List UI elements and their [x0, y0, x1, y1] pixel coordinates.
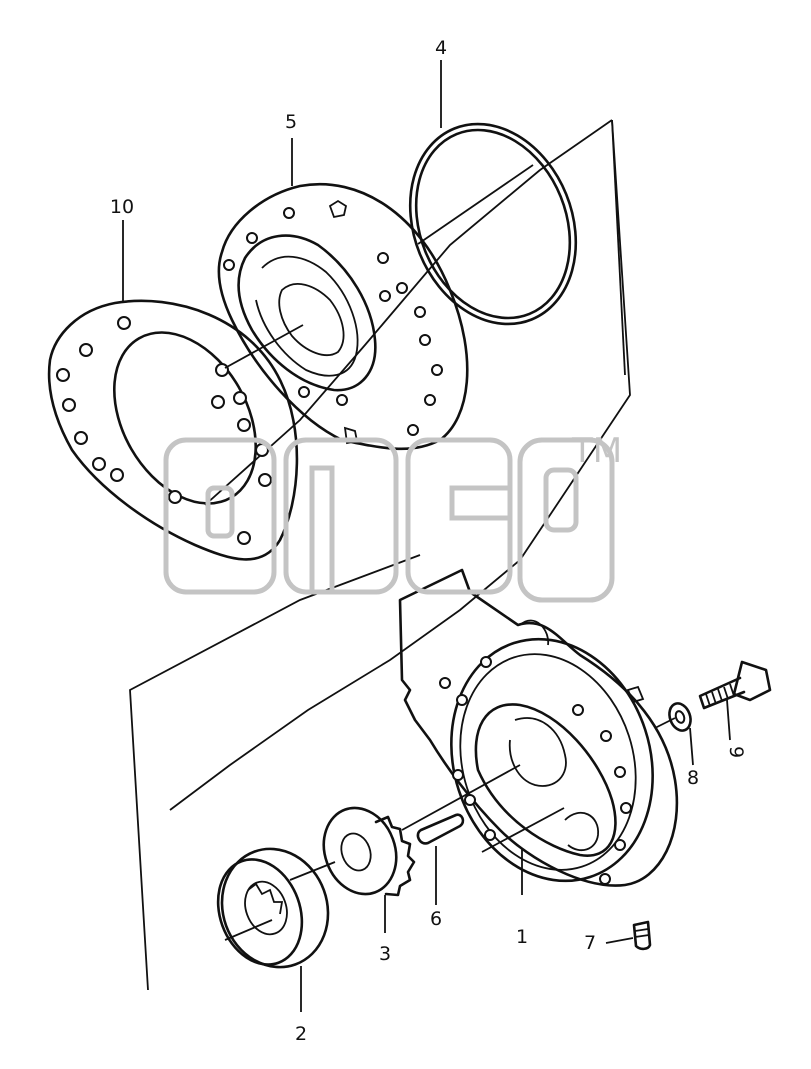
gear-part-3: [322, 806, 416, 897]
pump-body-part-1: [398, 568, 679, 887]
callout-label-4: 4: [435, 37, 447, 59]
callout-label-9: 9: [725, 746, 747, 758]
callout-label-1: 1: [516, 926, 528, 948]
callout-label-8: 8: [687, 767, 699, 789]
plug-part-7: [632, 920, 652, 951]
bolt-part-9: [698, 660, 772, 710]
callout-label-5: 5: [285, 111, 297, 133]
pin-part-6: [416, 813, 465, 845]
callout-label-7: 7: [584, 932, 596, 954]
callout-label-2: 2: [295, 1023, 307, 1045]
cover-plate-part-5: [217, 182, 469, 451]
watermark-logo: TM: [163, 431, 622, 603]
callout-label-10: 10: [110, 196, 134, 218]
callout-labels: 4 5 10 1 6 3 2 7 8 9: [110, 37, 747, 1045]
callout-label-3: 3: [379, 943, 391, 965]
leader-lines: [122, 60, 731, 1012]
callout-label-6: 6: [430, 908, 442, 930]
o-ring-part-4: [408, 122, 578, 326]
watermark-tm: TM: [571, 431, 622, 471]
assembly-plane-outline: [129, 119, 631, 991]
shaft-seal-part-2: [216, 847, 330, 969]
